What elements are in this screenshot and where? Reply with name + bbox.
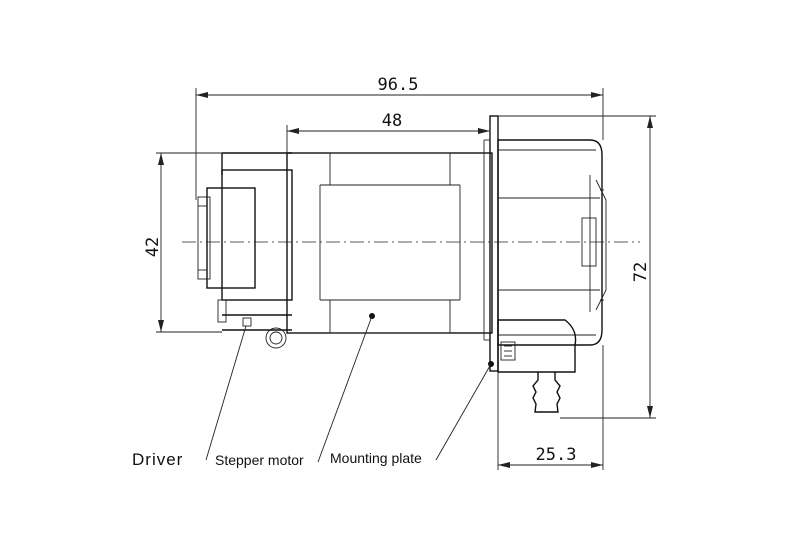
dimension-motor-length [286, 125, 491, 153]
motor-height-value: 42 [143, 237, 163, 257]
mounting-plate-label: Mounting plate [330, 450, 422, 466]
dimension-pump-height [498, 115, 656, 419]
dimension-motor-height [156, 152, 222, 333]
dimension-pump-depth [497, 345, 604, 470]
driver-body [197, 169, 293, 349]
dimension-overall-length [195, 88, 604, 200]
stepper-motor-leader-line [317, 315, 373, 463]
overall-length-value: 96.5 [378, 75, 419, 95]
stepper-motor-body [221, 152, 493, 334]
driver-label: Driver [132, 450, 183, 469]
motor-length-value: 48 [382, 111, 402, 131]
pump-height-value: 72 [631, 262, 651, 282]
mounting-plate-leader-line [435, 363, 492, 461]
driver-leader-line [205, 325, 247, 461]
pump-head [497, 139, 607, 413]
pump-depth-value: 25.3 [536, 445, 577, 465]
stepper-motor-label: Stepper motor [215, 452, 304, 468]
